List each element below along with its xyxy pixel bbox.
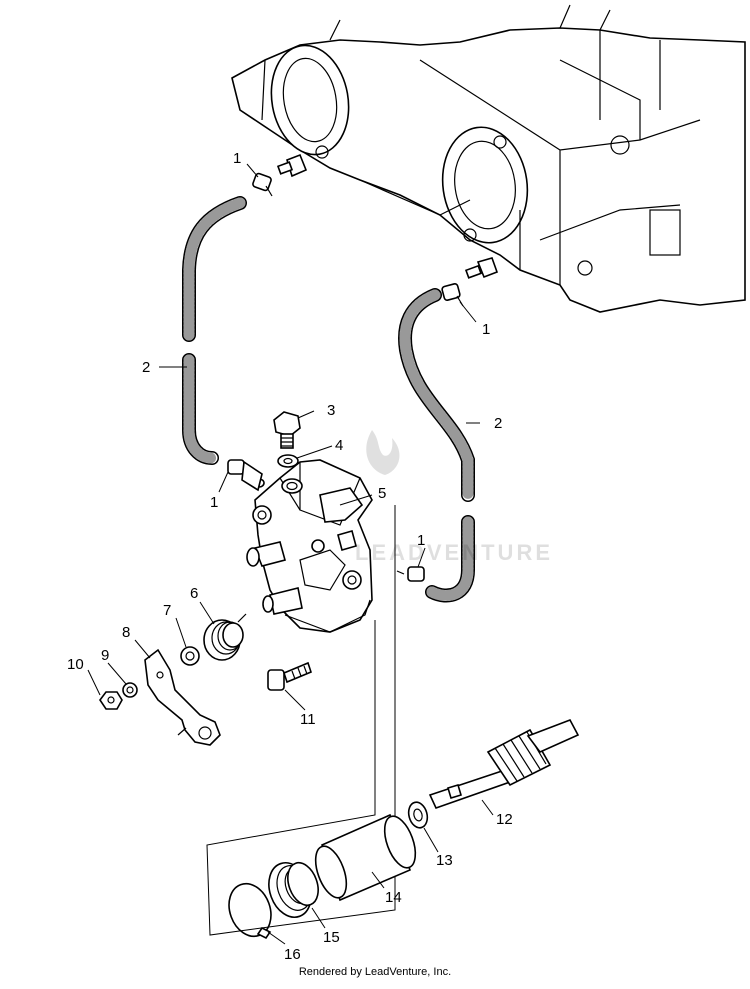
callout-15: 15 [323, 929, 340, 946]
callout-3: 3 [327, 402, 335, 419]
hose-clamp-middle-right [396, 566, 425, 582]
leader-lines [87, 163, 494, 945]
oil-seal [268, 861, 319, 918]
watermark-text: LEADVENTURE [355, 540, 553, 565]
thrust-washer [407, 801, 429, 829]
render-credit: Rendered by LeadVenture, Inc. [298, 966, 452, 978]
callout-16: 16 [284, 946, 301, 963]
callout-13: 13 [436, 852, 453, 869]
callout-7: 7 [163, 602, 171, 619]
watermark: LEADVENTURE [355, 430, 553, 565]
callout-4: 4 [335, 437, 343, 454]
callout-14: 14 [385, 889, 402, 906]
mounting-screw [267, 661, 312, 691]
pump-spring [203, 613, 247, 661]
lock-washer [122, 682, 138, 698]
callout-6: 6 [190, 585, 198, 602]
callout-8: 8 [122, 624, 130, 641]
callout-1-upper-right: 1 [482, 321, 490, 338]
drive-gear-shaft [428, 719, 580, 809]
callout-12: 12 [496, 811, 513, 828]
oil-hose-left [182, 196, 247, 465]
callout-10: 10 [67, 656, 84, 673]
engine-fitting-lower [464, 257, 499, 279]
callout-9: 9 [101, 647, 109, 664]
oil-hose-right [398, 288, 475, 603]
callout-2-right: 2 [494, 415, 502, 432]
callout-1-middle-right: 1 [417, 532, 425, 549]
hose-clamp-upper-right [441, 283, 464, 307]
flat-washer [180, 646, 200, 666]
bushing-sleeve [314, 813, 417, 902]
oil-pump-body [241, 459, 373, 633]
callout-labels: 1 1 1 1 2 2 3 4 5 6 7 8 9 10 11 12 13 14… [67, 150, 513, 963]
hex-nut [99, 691, 123, 710]
callout-1-upper-left: 1 [233, 150, 241, 167]
snap-ring [228, 882, 272, 940]
callout-1-middle-left: 1 [210, 494, 218, 511]
engine-housing [231, 4, 746, 313]
callout-11: 11 [300, 711, 316, 728]
sealing-washer [277, 454, 299, 468]
callout-5: 5 [378, 485, 386, 502]
callout-2-left: 2 [142, 359, 150, 376]
banjo-bolt [273, 411, 301, 449]
hose-clamp-upper-left [252, 172, 273, 197]
pump-control-lever [144, 648, 221, 746]
engine-fitting-upper [276, 153, 308, 178]
